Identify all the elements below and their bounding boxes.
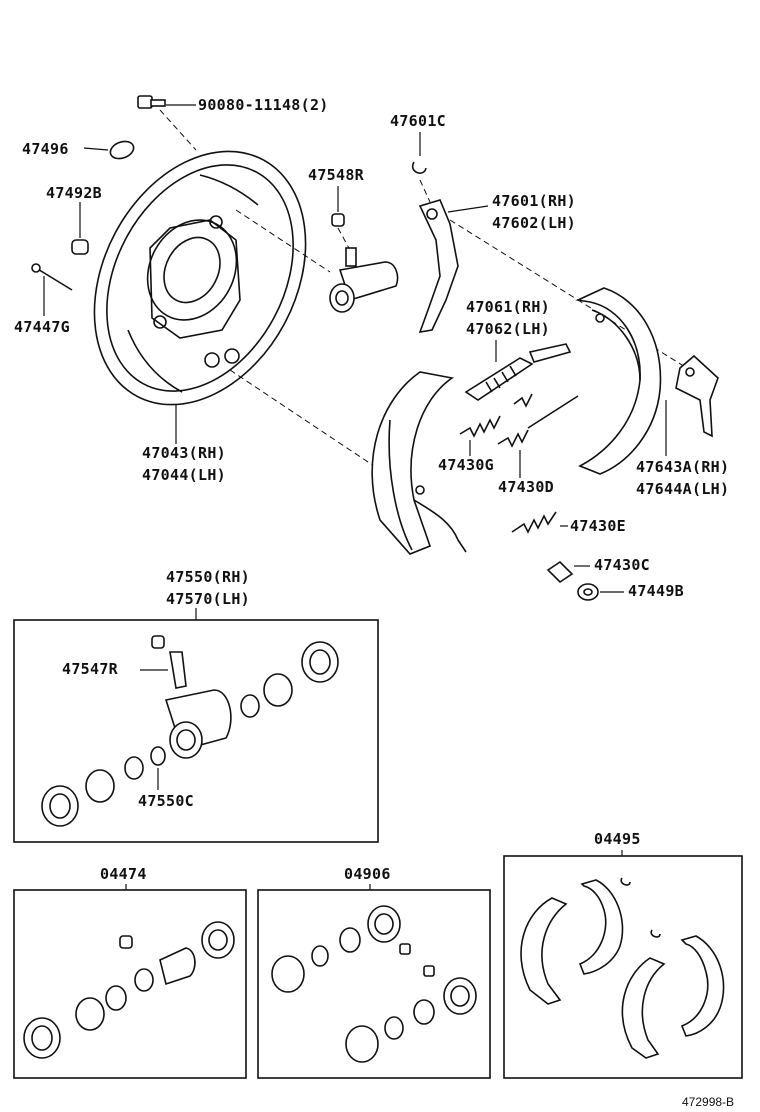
label-adjuster-rh: 47061(RH): [466, 298, 550, 316]
label-lever-rh: 47601(RH): [492, 192, 576, 210]
label-shoe-lever-rh: 47643A(RH): [636, 458, 729, 476]
parking-lever: 47601(RH) 47602(LH): [418, 192, 576, 334]
small-cap: 47492B: [46, 184, 102, 255]
wheel-cylinder-box: [13, 619, 379, 843]
label-shoe-lever-lh: 47644A(LH): [636, 480, 729, 498]
brake-shoe-right: [575, 287, 662, 475]
label-spring-g: 47430G: [438, 456, 494, 474]
label-clip: 47601C: [390, 112, 446, 130]
label-pin: 47447G: [14, 318, 70, 336]
label-bolt: 90080-11148(2): [198, 96, 329, 114]
label-backing-plate-rh: 47043(RH): [142, 444, 226, 462]
label-plug: 47496: [22, 140, 69, 158]
clip: 47601C: [390, 112, 446, 203]
label-kit-1: 04474: [100, 865, 147, 883]
kit-2-parts: [271, 905, 477, 1063]
adjuster: 47061(RH) 47062(LH): [464, 298, 572, 401]
plug: 47496: [22, 140, 135, 160]
label-retainer: 47449B: [628, 582, 684, 600]
springs: 47430G 47430D: [438, 393, 579, 496]
backing-plate: [93, 150, 307, 406]
kit-1-parts: [23, 921, 235, 1059]
spring-c: 47430C: [546, 556, 650, 584]
label-spring-d: 47430D: [498, 478, 554, 496]
label-wheel-cyl-lh: 47570(LH): [166, 590, 250, 608]
label-bleeder-cap: 47548R: [308, 166, 365, 184]
shoe-lever: 47643A(RH) 47644A(LH): [636, 354, 729, 498]
label-adjuster-lh: 47062(LH): [466, 320, 550, 338]
diagram-id: 472998-B: [682, 1095, 734, 1109]
bolt: 90080-11148(2): [137, 95, 329, 151]
label-spring-e: 47430E: [570, 517, 626, 535]
label-kit-3: 04495: [594, 830, 641, 848]
label-cyl-spring: 47550C: [138, 792, 194, 810]
label-spring-c: 47430C: [594, 556, 650, 574]
brake-shoe-left: [371, 371, 467, 555]
label-bleeder: 47547R: [62, 660, 119, 678]
label-lever-lh: 47602(LH): [492, 214, 576, 232]
kit-box-1: [13, 889, 247, 1079]
label-small-cap: 47492B: [46, 184, 102, 202]
kit-box-2: [257, 889, 491, 1079]
wheel-cylinder-assembly: 47548R: [308, 166, 399, 313]
pin: 47447G: [14, 263, 73, 336]
kit-3-parts: [520, 877, 725, 1059]
wheel-cylinder-detail: 47547R 47550C: [41, 635, 339, 827]
label-kit-2: 04906: [344, 865, 391, 883]
label-backing-plate-lh: 47044(LH): [142, 466, 226, 484]
label-wheel-cyl-rh: 47550(RH): [166, 568, 250, 586]
kit-box-3: [503, 855, 743, 1079]
retainer: 47449B: [577, 582, 684, 601]
spring-e: 47430E: [511, 511, 626, 535]
